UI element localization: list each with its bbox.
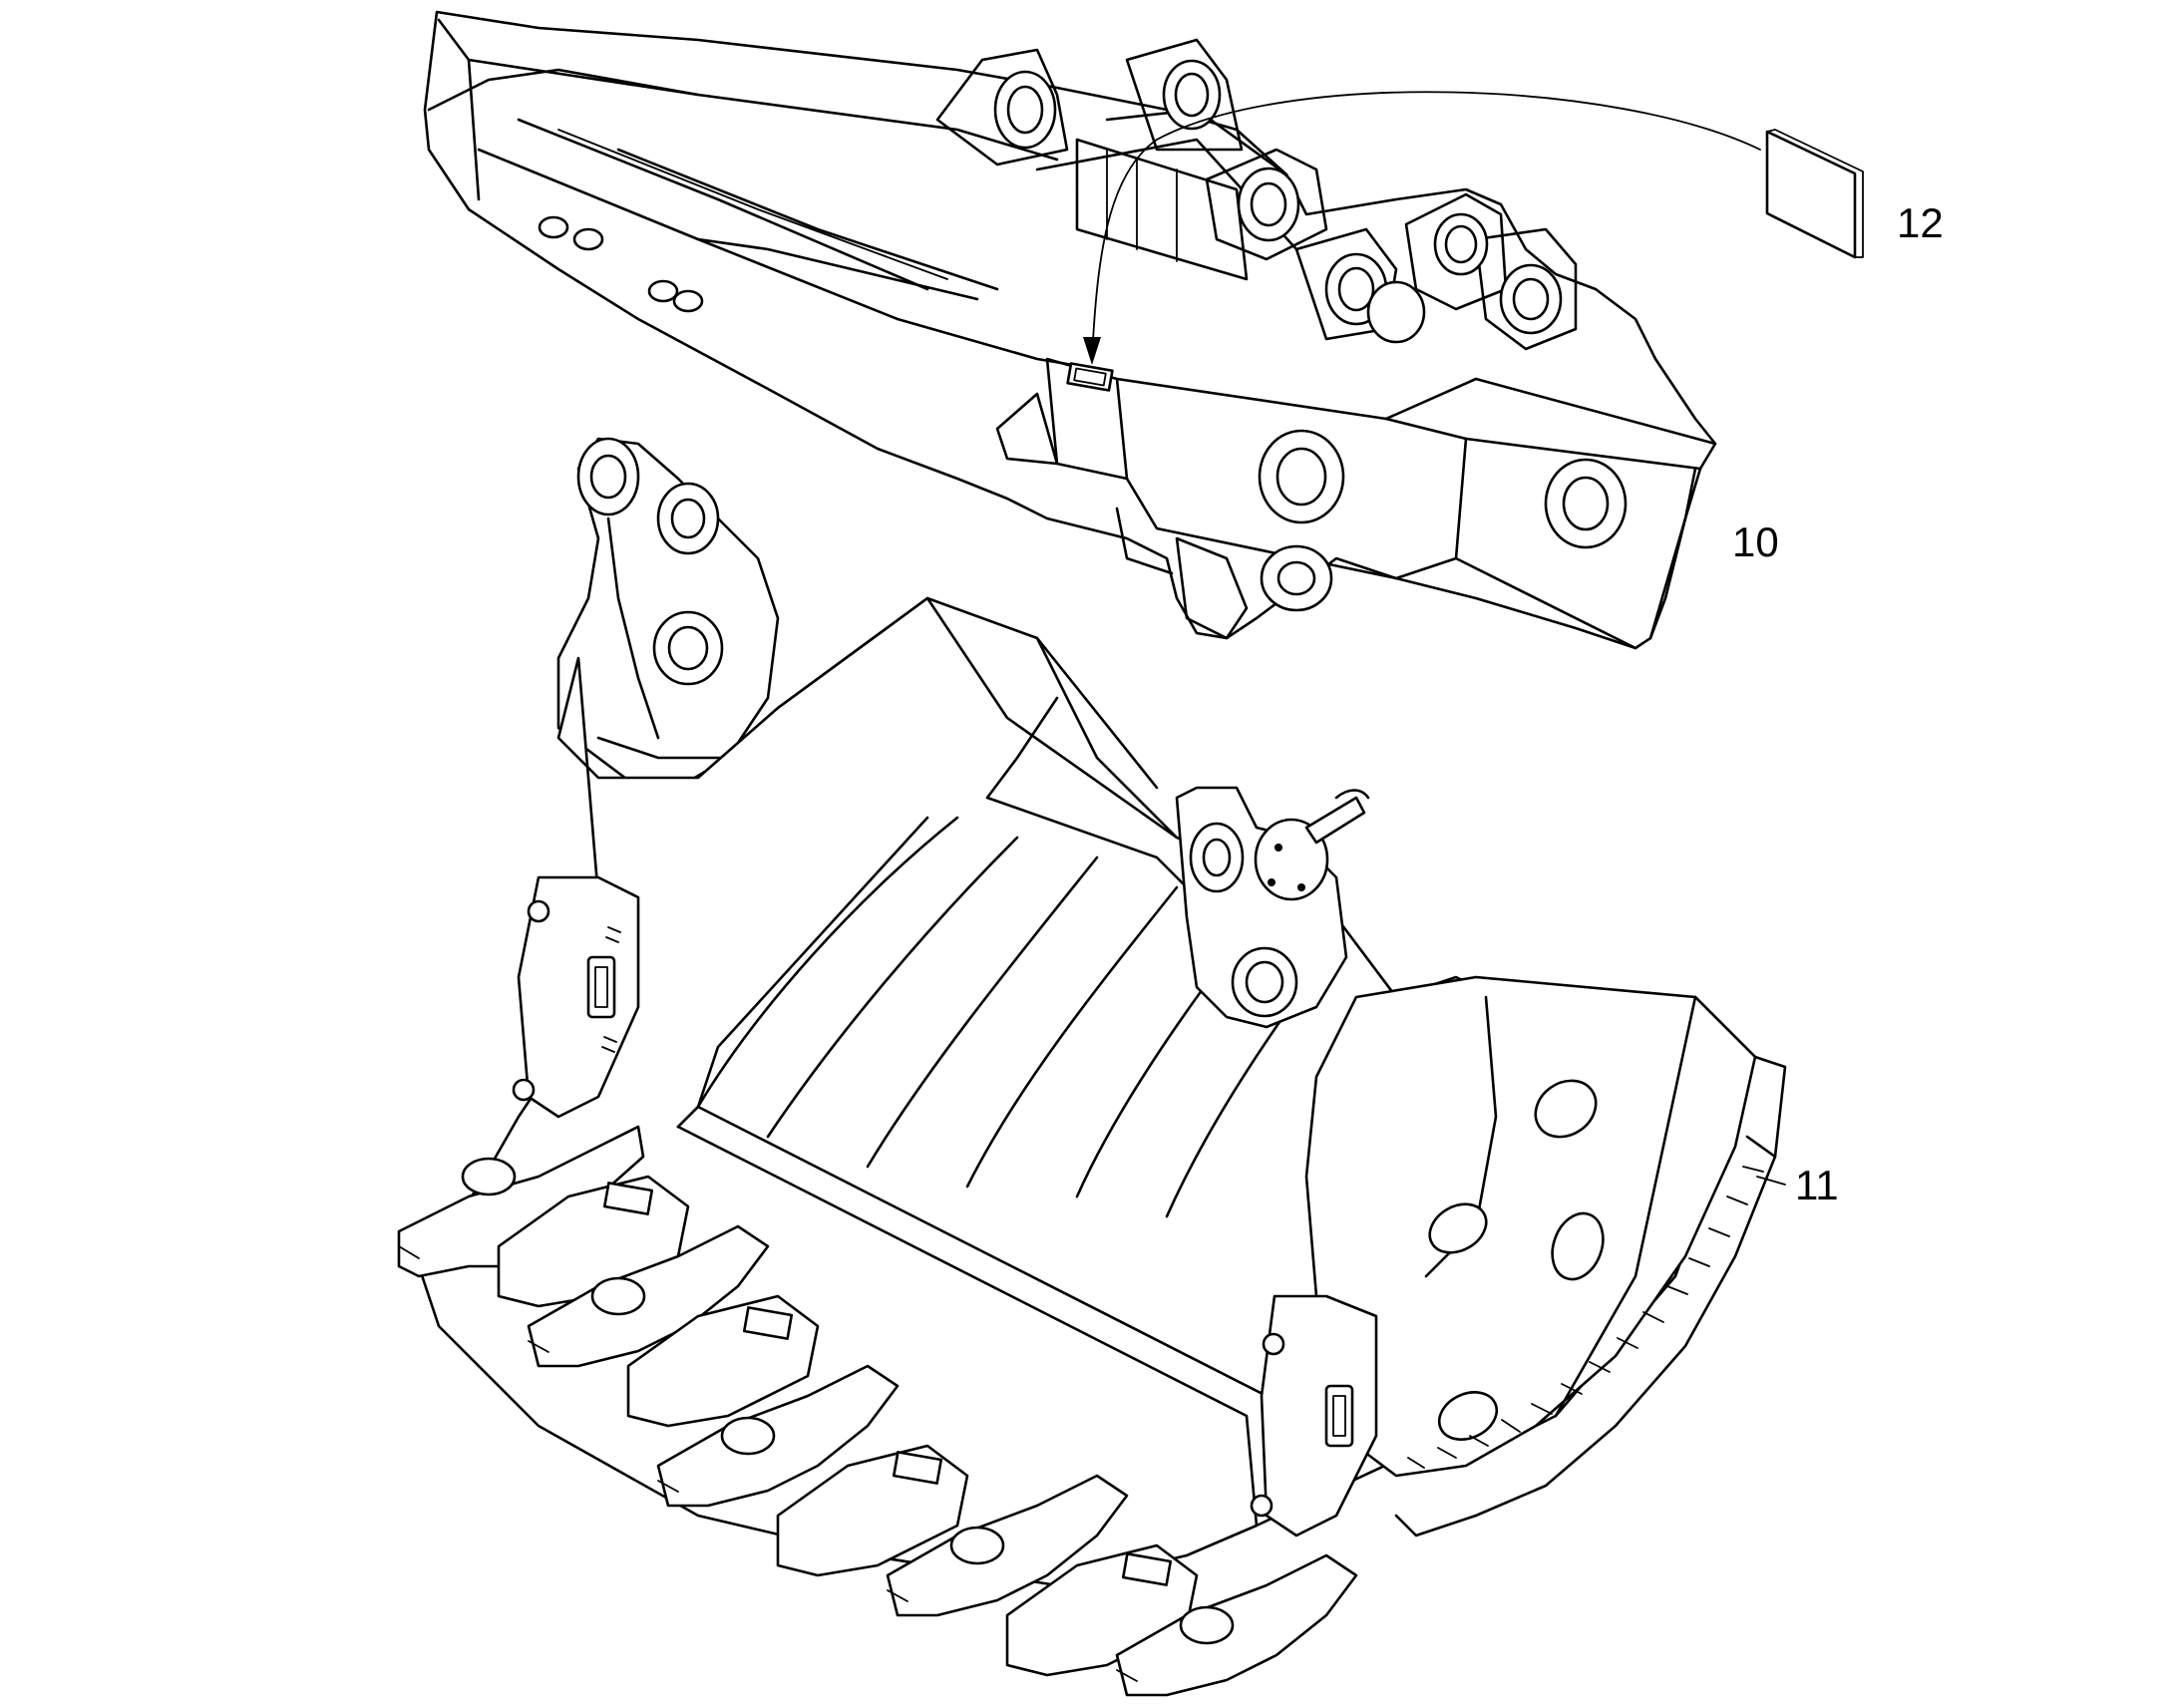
leader-arrowhead-12 (1083, 337, 1101, 365)
leader-line-11 (1756, 1176, 1786, 1186)
decal-part-12 (1765, 129, 1864, 259)
bucket-teeth-row (397, 1125, 1358, 1697)
callout-label-10: 10 (1732, 518, 1779, 565)
callout-label-11: 11 (1795, 1162, 1839, 1208)
callout-label-12: 12 (1897, 199, 1944, 246)
leader-line-12 (1091, 91, 1761, 360)
boom-arm-part-10 (423, 10, 1717, 650)
bucket-part-11 (397, 437, 1787, 1697)
